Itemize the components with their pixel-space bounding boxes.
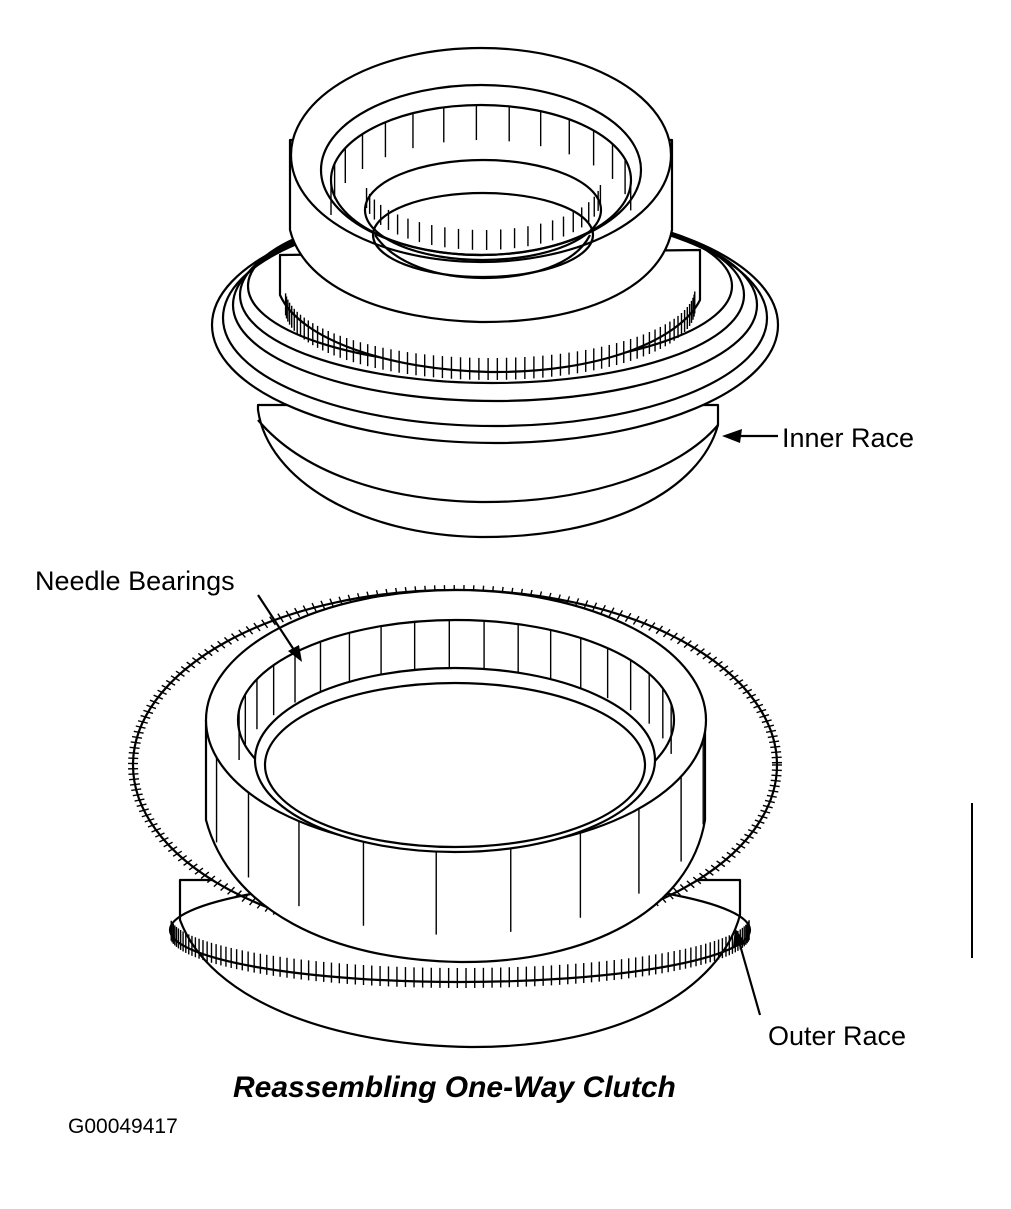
- outer-race-drawing: [128, 584, 782, 1049]
- cage-notches: [215, 739, 704, 935]
- inner-race-drawing: [210, 46, 780, 539]
- figure-caption: Reassembling One-Way Clutch: [233, 1071, 676, 1104]
- label-needle-bearings: Needle Bearings: [35, 566, 235, 596]
- label-inner-race: Inner Race: [782, 423, 914, 453]
- inner-race-leader: [722, 429, 778, 443]
- needle-bearings-leader: [257, 594, 302, 662]
- label-outer-race: Outer Race: [768, 1021, 906, 1051]
- inner-race-gear-teeth: [284, 291, 696, 380]
- outer-race-leader: [733, 928, 762, 1016]
- figure-code: G00049417: [68, 1115, 178, 1138]
- needle-bearings: [238, 620, 672, 761]
